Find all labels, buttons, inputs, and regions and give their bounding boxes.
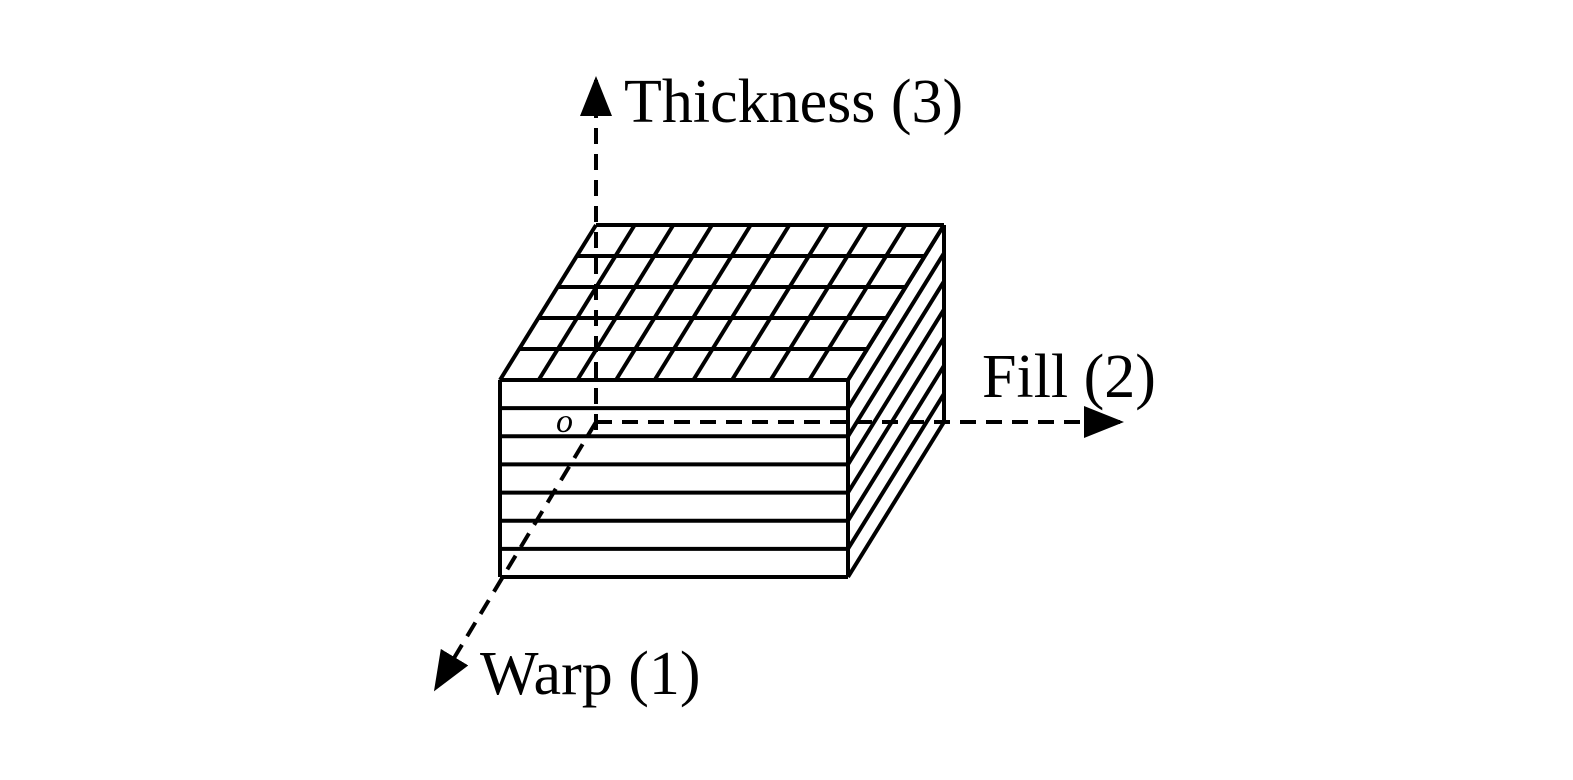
laminate-block [498,223,946,579]
side-face-layers [846,223,946,579]
side-layer-line [846,280,946,438]
top-grid-column-line [691,223,792,382]
top-grid-column-line [768,223,869,382]
top-grid-column-line [575,223,676,382]
front-face-layers [498,378,850,579]
top-grid-column-line [536,223,637,382]
fill-axis-label: Fill (2) [982,343,1156,411]
thickness-axis-label: Thickness (3) [624,68,963,136]
side-layer-line [846,364,946,522]
top-grid-column-line [498,223,598,382]
origin-label: o [556,403,573,440]
top-grid-column-line [652,223,753,382]
warp-axis-label: Warp (1) [480,640,701,708]
top-grid-column-line [807,223,908,382]
top-face-grid [498,223,946,382]
top-grid-column-line [730,223,830,382]
top-grid-column-line [614,223,714,382]
side-layer-line [846,392,946,550]
side-layer-line [846,223,946,382]
side-layer-line [846,252,946,410]
side-layer-line [846,336,946,494]
side-layer-line [846,308,946,466]
side-layer-line [846,420,946,579]
